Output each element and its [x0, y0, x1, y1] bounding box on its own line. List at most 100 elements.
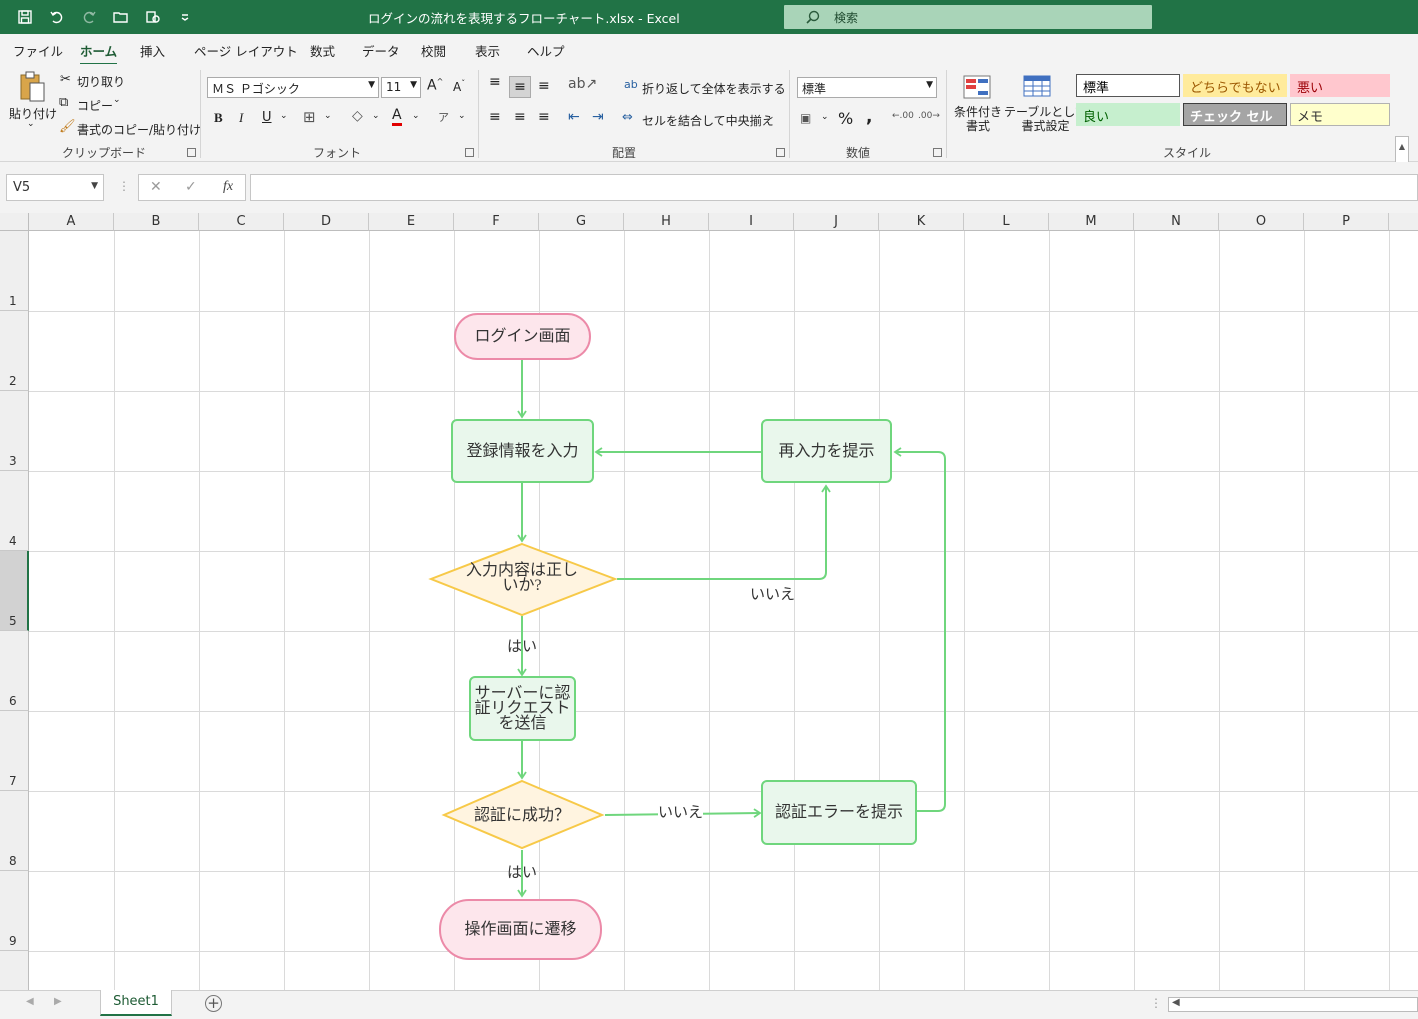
- column-header-j[interactable]: J: [794, 213, 879, 231]
- tab-data[interactable]: データ: [362, 44, 400, 59]
- row-header-3[interactable]: 3: [0, 391, 29, 471]
- clipboard-launcher-icon[interactable]: [187, 148, 196, 157]
- borders-icon[interactable]: ⊞: [303, 108, 316, 126]
- sheet-tab-sheet1[interactable]: Sheet1: [100, 990, 172, 1016]
- conditional-formatting-icon[interactable]: [962, 74, 992, 100]
- scroll-left-icon[interactable]: ◀: [1172, 997, 1180, 1008]
- cut-button[interactable]: 切り取り: [77, 75, 126, 89]
- underline-dropdown-icon[interactable]: ⌄: [280, 111, 288, 121]
- phonetic-icon[interactable]: ア: [438, 111, 449, 124]
- tab-page-layout[interactable]: ページ レイアウト: [194, 44, 298, 59]
- wrap-text-button[interactable]: 折り返して全体を表示する: [642, 82, 786, 96]
- row-header-6[interactable]: 6: [0, 631, 29, 711]
- format-painter-button[interactable]: 書式のコピー/貼り付け: [77, 123, 202, 137]
- style-neutral[interactable]: どちらでもない: [1183, 74, 1287, 97]
- merge-dropdown-icon[interactable]: ⌄: [767, 112, 775, 122]
- column-header-g[interactable]: G: [539, 213, 624, 231]
- paste-dropdown-icon[interactable]: ⌄: [27, 119, 35, 129]
- tab-home[interactable]: ホーム: [80, 41, 118, 66]
- row-header-7[interactable]: 7: [0, 711, 29, 791]
- copy-dropdown-icon[interactable]: ⌄: [113, 95, 121, 105]
- currency-icon[interactable]: ▣: [800, 111, 812, 125]
- fill-color-dropdown-icon[interactable]: ⌄: [372, 111, 380, 121]
- column-header-k[interactable]: K: [879, 213, 964, 231]
- tab-split-grip-icon[interactable]: ⋮: [1150, 996, 1162, 1010]
- align-top-icon[interactable]: ≡: [489, 74, 501, 90]
- process-send-auth-request[interactable]: サーバーに認証リクエストを送信: [469, 676, 576, 741]
- column-header-e[interactable]: E: [369, 213, 454, 231]
- row-header-5[interactable]: 5: [0, 551, 29, 631]
- font-color-dropdown-icon[interactable]: ⌄: [412, 111, 420, 121]
- currency-dropdown-icon[interactable]: ⌄: [821, 112, 829, 122]
- row-header-4[interactable]: 4: [0, 471, 29, 551]
- align-right-icon[interactable]: ≡: [538, 109, 550, 125]
- comma-icon[interactable]: ,: [866, 107, 873, 127]
- process-enter-credentials[interactable]: 登録情報を入力: [451, 419, 594, 483]
- add-sheet-icon[interactable]: +: [205, 995, 222, 1012]
- column-header-o[interactable]: O: [1219, 213, 1304, 231]
- process-show-auth-error[interactable]: 認証エラーを提示: [761, 780, 917, 845]
- font-size-select[interactable]: 11▼: [381, 77, 421, 98]
- row-header-1[interactable]: 1: [0, 231, 29, 311]
- format-as-table-icon[interactable]: [1022, 74, 1054, 100]
- column-header-f[interactable]: F: [454, 213, 539, 231]
- row-header-2[interactable]: 2: [0, 311, 29, 391]
- name-box[interactable]: V5▼: [6, 174, 104, 201]
- enter-icon[interactable]: ✓: [185, 179, 197, 195]
- borders-dropdown-icon[interactable]: ⌄: [324, 111, 332, 121]
- conditional-formatting-button[interactable]: 条件付き 書式: [954, 105, 1003, 133]
- alignment-launcher-icon[interactable]: [776, 148, 785, 157]
- shapes-icon[interactable]: [142, 6, 164, 28]
- italic-icon[interactable]: I: [239, 110, 244, 125]
- tab-insert[interactable]: 挿入: [140, 44, 166, 59]
- terminal-go-to-main[interactable]: 操作画面に遷移: [439, 899, 602, 960]
- column-header-l[interactable]: L: [964, 213, 1049, 231]
- increase-decimal-icon[interactable]: ←.00: [892, 111, 914, 121]
- row-header-8[interactable]: 8: [0, 791, 29, 871]
- decision-auth-success-label[interactable]: 認証に成功？: [473, 806, 570, 824]
- column-header-i[interactable]: I: [709, 213, 794, 231]
- cancel-icon[interactable]: ✕: [150, 179, 162, 195]
- align-center-icon[interactable]: ≡: [514, 109, 526, 125]
- decrease-font-icon[interactable]: Aˇ: [453, 79, 466, 94]
- open-folder-icon[interactable]: [110, 6, 132, 28]
- column-header-b[interactable]: B: [114, 213, 199, 231]
- copy-button[interactable]: コピー: [77, 99, 114, 113]
- row-header-9[interactable]: 9: [0, 871, 29, 951]
- undo-icon[interactable]: [46, 6, 68, 28]
- fill-color-icon[interactable]: ◇: [352, 108, 363, 124]
- column-header-d[interactable]: D: [284, 213, 369, 231]
- terminal-login-screen[interactable]: ログイン画面: [454, 313, 591, 360]
- percent-icon[interactable]: %: [838, 109, 854, 128]
- process-prompt-reentry[interactable]: 再入力を提示: [761, 419, 892, 483]
- bold-icon[interactable]: B: [214, 110, 223, 125]
- style-bad[interactable]: 悪い: [1290, 74, 1390, 97]
- style-check-cell[interactable]: チェック セル: [1183, 103, 1287, 126]
- format-as-table-button[interactable]: テーブルとして 書式設定: [1004, 105, 1087, 133]
- column-header-c[interactable]: C: [199, 213, 284, 231]
- paste-button[interactable]: 貼り付け: [9, 107, 58, 121]
- number-launcher-icon[interactable]: [933, 148, 942, 157]
- decrease-indent-icon[interactable]: ⇤: [568, 109, 580, 125]
- prev-sheet-icon[interactable]: ◀: [26, 996, 34, 1007]
- redo-icon[interactable]: [78, 6, 100, 28]
- orientation-icon[interactable]: ab↗: [568, 76, 598, 92]
- tab-review[interactable]: 校閲: [421, 44, 447, 59]
- column-header-p[interactable]: P: [1304, 213, 1389, 231]
- column-header-n[interactable]: N: [1134, 213, 1219, 231]
- increase-font-icon[interactable]: A^: [427, 77, 444, 94]
- align-bottom-icon[interactable]: ≡: [538, 78, 550, 94]
- tab-help[interactable]: ヘルプ: [527, 44, 565, 59]
- style-note[interactable]: メモ: [1290, 103, 1390, 126]
- horizontal-scrollbar[interactable]: ◀: [1168, 997, 1418, 1012]
- insert-function-icon[interactable]: fx: [223, 179, 234, 194]
- save-icon[interactable]: [14, 6, 36, 28]
- increase-indent-icon[interactable]: ⇥: [592, 109, 604, 125]
- next-sheet-icon[interactable]: ▶: [54, 996, 62, 1007]
- customize-qat-icon[interactable]: [174, 6, 196, 28]
- column-header-m[interactable]: M: [1049, 213, 1134, 231]
- phonetic-dropdown-icon[interactable]: ⌄: [458, 111, 466, 121]
- style-normal[interactable]: 標準: [1076, 74, 1180, 97]
- paste-icon[interactable]: [14, 70, 50, 104]
